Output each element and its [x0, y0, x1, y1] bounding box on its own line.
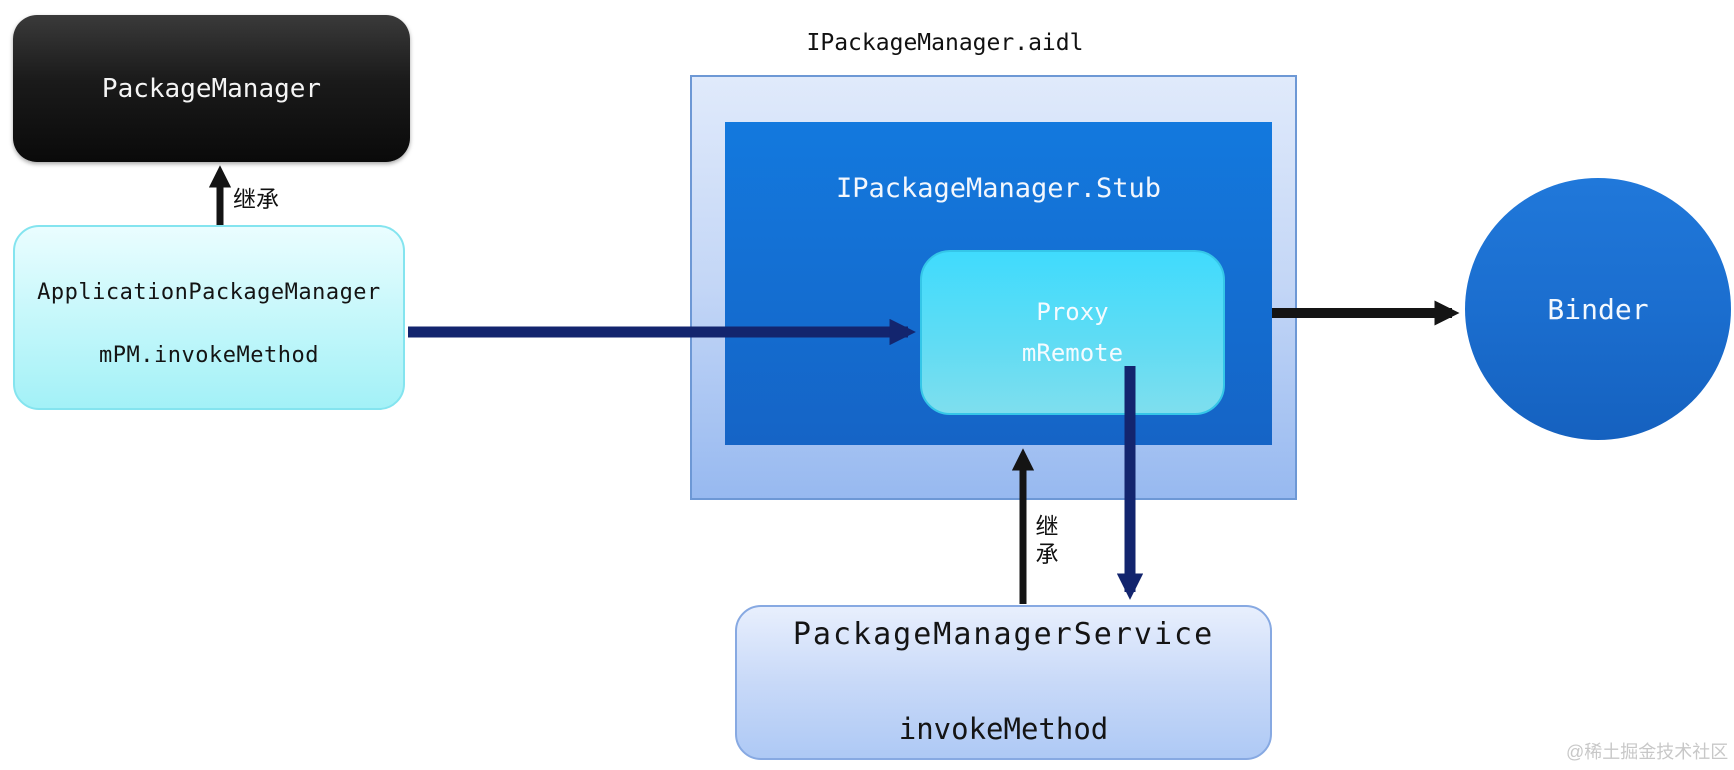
application-package-manager-label: ApplicationPackageManager [37, 279, 381, 305]
stub-label: IPackageManager.Stub [835, 173, 1162, 204]
node-binder: Binder [1465, 178, 1731, 440]
node-package-manager-service: PackageManagerService invokeMethod [735, 605, 1272, 760]
mpm-invokemethod-label: mPM.invokeMethod [99, 342, 319, 368]
node-package-manager: PackageManager [13, 15, 410, 162]
inherit-label-bottom: 继承 [1032, 514, 1058, 570]
package-manager-label: PackageManager [101, 73, 322, 104]
package-manager-service-label: PackageManagerService [792, 617, 1215, 652]
aidl-file-title: IPackageManager.aidl [806, 30, 1084, 56]
node-proxy: Proxy mRemote [920, 250, 1225, 415]
binder-label: Binder [1547, 292, 1649, 326]
invokemethod-label: invokeMethod [898, 712, 1109, 746]
proxy-label: Proxy [1036, 298, 1109, 326]
proxy-mremote-label: mRemote [1021, 339, 1124, 367]
inherit-label-left: 继承 [233, 186, 279, 212]
node-application-package-manager: ApplicationPackageManager mPM.invokeMeth… [13, 225, 405, 410]
watermark-text: @稀土掘金技术社区 [1566, 742, 1729, 762]
